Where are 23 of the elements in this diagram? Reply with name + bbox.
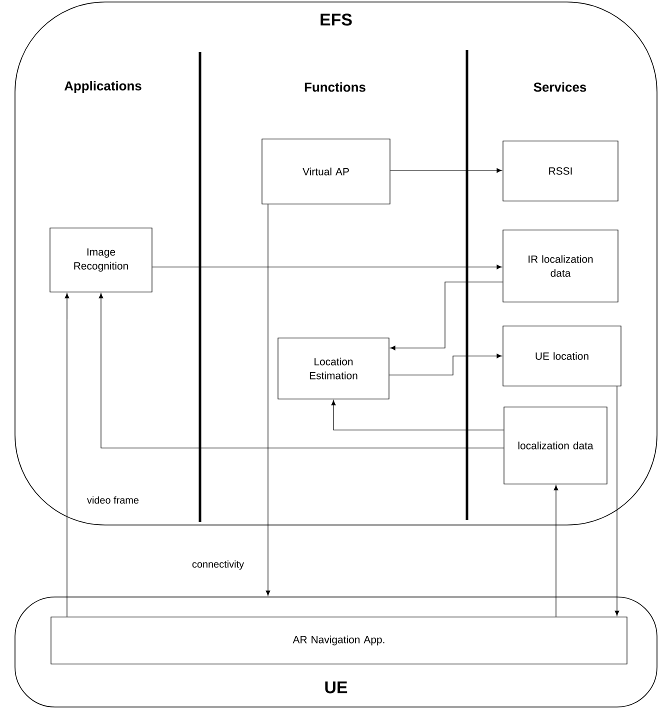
process-box: Location Estimation <box>278 338 390 400</box>
process-box: Virtual AP <box>262 138 390 204</box>
process-box: AR Navigation App. <box>50 616 628 664</box>
edge-label: connectivity <box>190 559 246 571</box>
arrow <box>98 293 504 448</box>
edge-label: video frame <box>86 495 140 505</box>
column-heading: Applications <box>64 80 142 94</box>
process-box: RSSI <box>502 140 618 202</box>
arrow <box>152 264 502 270</box>
process-box: Image Recognition <box>50 228 152 292</box>
process-box: UE location <box>502 326 622 386</box>
arrow <box>331 400 504 430</box>
arrow <box>614 386 620 616</box>
arrow <box>64 293 70 617</box>
arrow <box>554 485 558 617</box>
column-heading: Services <box>534 82 586 92</box>
process-box: IR localization data <box>502 230 618 302</box>
arrow <box>390 282 503 350</box>
column-heading: Functions <box>304 82 366 92</box>
arrow <box>389 354 502 376</box>
arrow <box>390 168 502 173</box>
arrow <box>266 204 270 596</box>
process-box: localization data <box>504 406 608 484</box>
